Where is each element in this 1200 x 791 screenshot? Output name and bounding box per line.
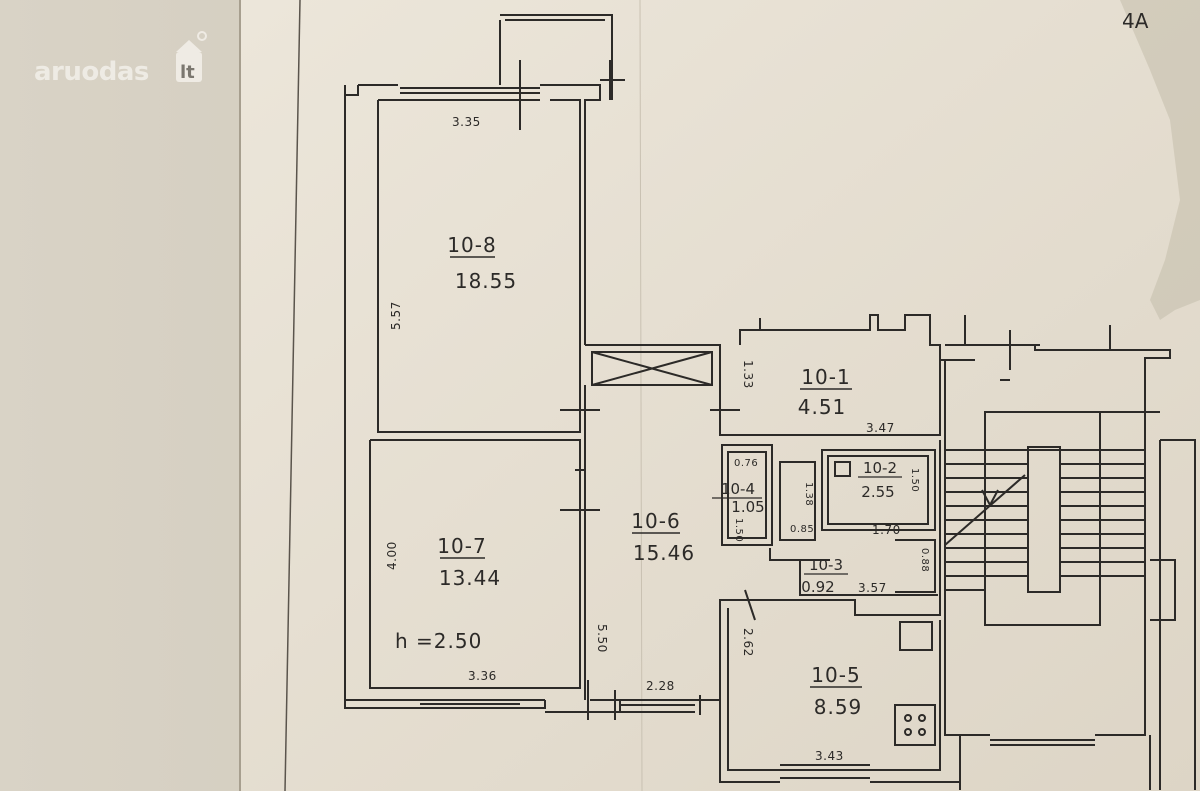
dimension-label: 0.88: [919, 548, 930, 572]
dimension-label: 2.62: [741, 628, 755, 657]
dimension-label: 3.43: [815, 749, 844, 763]
room-area: 8.59: [814, 695, 863, 719]
dimension-labels: 3.35 5.57 4.00 3.36 5.50 2.28 1.33 3.47 …: [385, 115, 930, 763]
watermark-tld: lt: [180, 62, 195, 83]
aruodas-watermark: aruodas lt: [34, 31, 207, 87]
room-code: 10-2: [863, 459, 897, 477]
room-code: 10-8: [447, 233, 496, 257]
room-area: 1.05: [731, 498, 764, 516]
room-code: 10-4: [721, 480, 755, 498]
room-area: 13.44: [439, 566, 501, 590]
room-area: 2.55: [861, 483, 894, 501]
dimension-label: 4.00: [385, 541, 399, 570]
dimension-label: 1.50: [909, 468, 920, 492]
dimension-label: 1.50: [733, 518, 744, 542]
dimension-label: 5.57: [389, 301, 403, 330]
paper-fold: [1120, 0, 1200, 320]
dimension-label: 3.35: [452, 115, 481, 129]
dimension-label: 1.33: [741, 360, 755, 389]
room-labels: 10-8 18.55 10-7 13.44 10-6 15.46 10-1 4.…: [395, 233, 902, 719]
room-area: 4.51: [798, 395, 847, 419]
watermark-smoke-icon: [197, 31, 207, 41]
dimension-label: 0.76: [734, 458, 758, 469]
dimension-label: 1.70: [872, 523, 901, 537]
ceiling-height-note: h =2.50: [395, 629, 482, 653]
walls: [344, 14, 1196, 790]
dimension-label: 1.38: [803, 482, 814, 506]
sheet-label: 4A: [1122, 9, 1149, 33]
room-area: 18.55: [455, 269, 517, 293]
dimension-label: 2.28: [646, 679, 675, 693]
dimension-label: 5.50: [595, 624, 609, 653]
room-code: 10-1: [801, 365, 850, 389]
frame-line-left: [284, 0, 301, 791]
room-area: 0.92: [801, 578, 834, 596]
dimension-label: 0.85: [790, 524, 814, 535]
dimension-label: 3.36: [468, 669, 497, 683]
paper-seam: [639, 0, 643, 791]
room-area: 15.46: [633, 541, 695, 565]
room-code: 10-5: [811, 663, 860, 687]
watermark-house-icon: [176, 52, 202, 82]
watermark-roof-icon: [176, 40, 202, 52]
dimension-label: 3.57: [858, 581, 887, 595]
room-code: 10-3: [809, 556, 843, 574]
dimension-label: 3.47: [866, 421, 895, 435]
room-code: 10-7: [437, 534, 486, 558]
watermark-brand: aruodas: [34, 57, 149, 87]
room-code: 10-6: [631, 509, 680, 533]
